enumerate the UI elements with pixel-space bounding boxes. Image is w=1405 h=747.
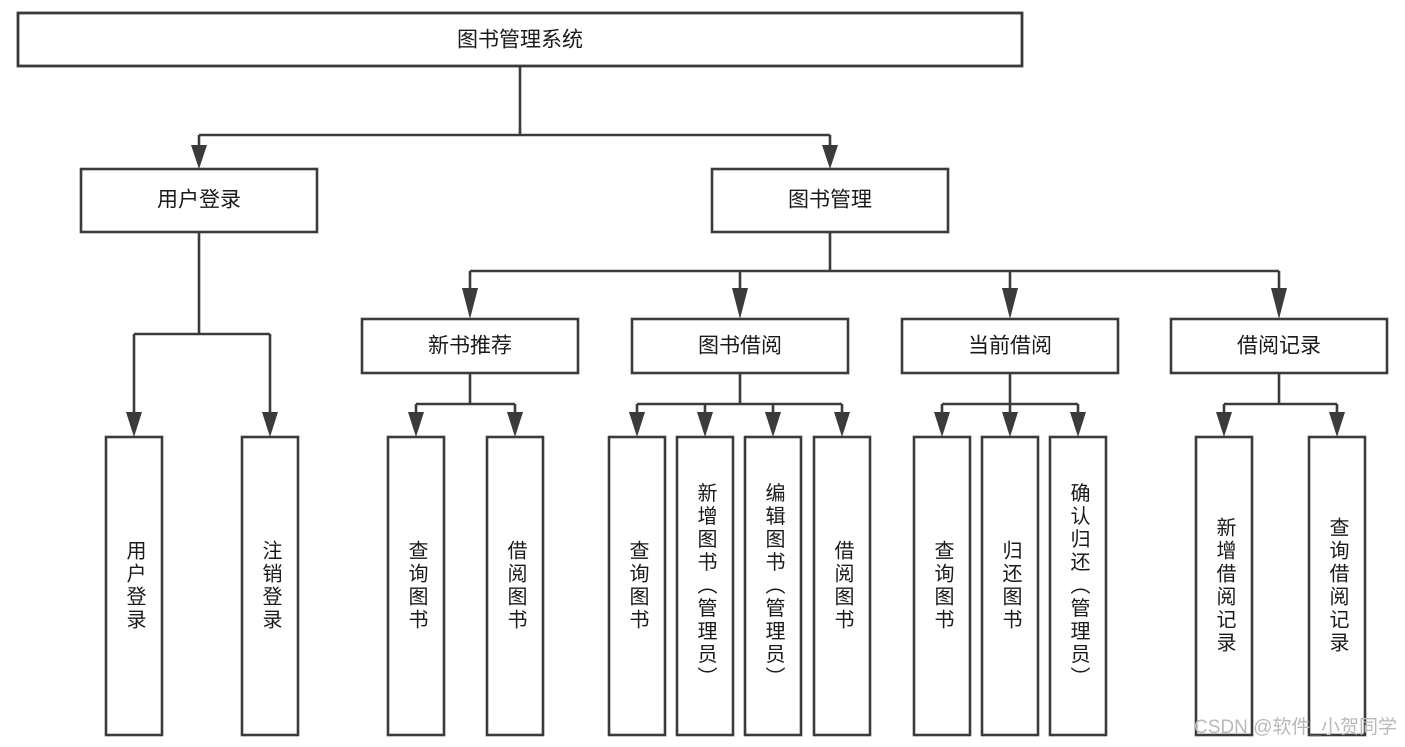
leaf-bb-query-book-box-shape [607, 435, 667, 737]
leaf-node-bb-edit-book[interactable]: 编辑图书（管理员） [743, 435, 803, 737]
arrow-head-cb-leaf-1 [934, 412, 950, 437]
arrow-head-user-login [191, 145, 207, 169]
leaf-node-nb-borrow-book[interactable]: 借阅图书 [485, 435, 545, 737]
arrow-head-leaf-user-login [126, 412, 142, 437]
leaf-br-add-record-box-shape [1194, 435, 1254, 737]
leaf-cb-query-book-label: 查询图书 [931, 540, 954, 632]
leaf-cb-return-book-label: 归还图书 [999, 540, 1022, 632]
leaf-node-br-query-record[interactable]: 查询借阅记录 [1307, 435, 1367, 737]
leaf-node-bb-add-book[interactable]: 新增图书（管理员） [675, 435, 735, 737]
leaf-node-bb-borrow-book[interactable]: 借阅图书 [812, 435, 872, 737]
watermark-label: CSDN @软件_小贺同学 [1194, 716, 1397, 738]
book-borrow-box-shape [630, 317, 850, 375]
connector-layer [126, 66, 1345, 437]
arrow-head-nb-leaf-2 [507, 412, 523, 437]
node-borrow-record[interactable]: 借阅记录 [1169, 317, 1389, 375]
leaf-node-cb-query-book[interactable]: 查询图书 [912, 435, 972, 737]
borrow-record-label: 借阅记录 [1237, 335, 1321, 358]
arrow-head-br-leaf-2 [1329, 412, 1345, 437]
book-manage-box-shape [710, 167, 950, 234]
leaf-cb-confirm-return-label: 确认归还（管理员） [1067, 482, 1090, 689]
arrow-head-leaf-logout [262, 412, 278, 437]
arrow-head-new-book [462, 288, 478, 319]
leaf-bb-add-book-box-shape [675, 435, 735, 737]
node-book-borrow[interactable]: 图书借阅 [630, 317, 850, 375]
leaf-br-query-record-label: 查询借阅记录 [1326, 517, 1349, 655]
leaf-user-login-label: 用户登录 [123, 540, 146, 632]
arrow-head-bb-leaf-2 [697, 412, 713, 437]
book-borrow-label: 图书借阅 [698, 335, 782, 358]
leaf-node-cb-confirm-return[interactable]: 确认归还（管理员） [1048, 435, 1108, 737]
root-box-shape [16, 11, 1024, 68]
leaf-node-br-add-record[interactable]: 新增借阅记录 [1194, 435, 1254, 737]
arrow-head-bb-leaf-4 [834, 412, 850, 437]
node-current-borrow[interactable]: 当前借阅 [900, 317, 1120, 375]
leaf-logout-label: 注销登录 [259, 540, 282, 632]
node-new-book-recommend[interactable]: 新书推荐 [360, 317, 580, 375]
arrow-head-book-borrow [732, 288, 748, 319]
arrow-head-current-borrow [1002, 288, 1018, 319]
leaf-nb-query-book-box-shape [386, 435, 446, 737]
leaf-bb-borrow-book-label: 借阅图书 [831, 540, 854, 632]
leaf-node-cb-return-book[interactable]: 归还图书 [980, 435, 1040, 737]
new-book-recommend-label: 新书推荐 [428, 335, 512, 358]
arrow-head-book-manage [822, 145, 838, 169]
leaf-logout-box-shape [240, 435, 300, 737]
leaf-br-add-record-label: 新增借阅记录 [1213, 517, 1236, 655]
node-user-login[interactable]: 用户登录 [79, 167, 319, 234]
leaf-user-login-box-shape [104, 435, 164, 737]
leaf-bb-edit-book-label: 编辑图书（管理员） [762, 482, 785, 689]
root-label: 图书管理系统 [457, 29, 583, 52]
arrow-head-br-leaf-1 [1216, 412, 1232, 437]
user-login-box-shape [79, 167, 319, 234]
book-manage-label: 图书管理 [788, 189, 872, 212]
leaf-nb-borrow-book-label: 借阅图书 [504, 540, 527, 632]
leaf-node-user-login[interactable]: 用户登录 [104, 435, 164, 737]
leaf-cb-confirm-return-box-shape [1048, 435, 1108, 737]
arrow-head-bb-leaf-1 [629, 412, 645, 437]
leaf-bb-query-book-label: 查询图书 [626, 540, 649, 632]
user-login-label: 用户登录 [157, 189, 241, 212]
arrow-head-nb-leaf-1 [408, 412, 424, 437]
node-book-manage[interactable]: 图书管理 [710, 167, 950, 234]
leaf-nb-query-book-label: 查询图书 [405, 540, 428, 632]
leaf-bb-edit-book-box-shape [743, 435, 803, 737]
borrow-record-box-shape [1169, 317, 1389, 375]
current-borrow-label: 当前借阅 [968, 335, 1052, 358]
leaf-node-bb-query-book[interactable]: 查询图书 [607, 435, 667, 737]
leaf-node-nb-query-book[interactable]: 查询图书 [386, 435, 446, 737]
arrow-head-cb-leaf-2 [1002, 412, 1018, 437]
node-root[interactable]: 图书管理系统 [16, 11, 1024, 68]
leaf-cb-query-book-box-shape [912, 435, 972, 737]
leaf-nb-borrow-book-box-shape [485, 435, 545, 737]
leaf-node-logout[interactable]: 注销登录 [240, 435, 300, 737]
arrow-head-cb-leaf-3 [1070, 412, 1086, 437]
leaf-bb-add-book-label: 新增图书（管理员） [694, 482, 717, 689]
current-borrow-box-shape [900, 317, 1120, 375]
leaf-bb-borrow-book-box-shape [812, 435, 872, 737]
leaf-cb-return-book-box-shape [980, 435, 1040, 737]
leaf-br-query-record-box-shape [1307, 435, 1367, 737]
arrow-head-borrow-record [1271, 288, 1287, 319]
new-book-recommend-box-shape [360, 317, 580, 375]
arrow-head-bb-leaf-3 [765, 412, 781, 437]
